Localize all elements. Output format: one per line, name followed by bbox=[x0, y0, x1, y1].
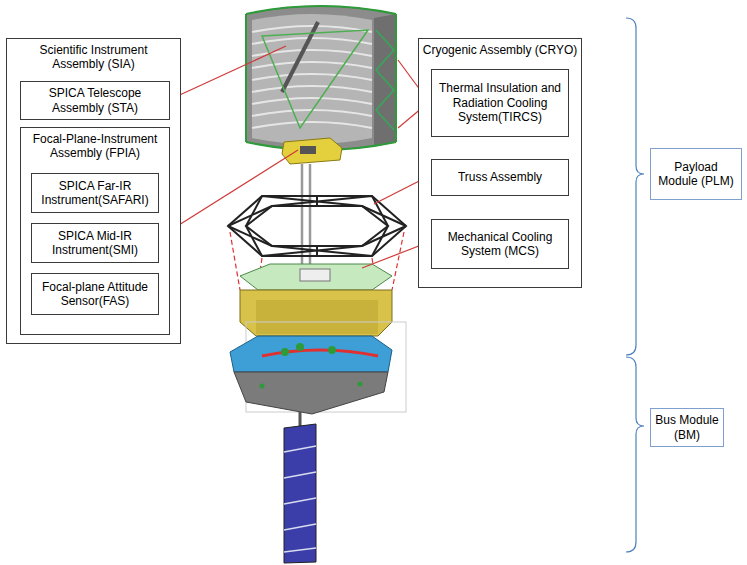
stripe bbox=[252, 86, 372, 92]
seam bbox=[284, 524, 316, 530]
thruster bbox=[260, 384, 265, 389]
instrument-box: Focal-plane Attitude Sensor(FAS) bbox=[31, 273, 159, 315]
stripe bbox=[252, 38, 372, 44]
shield-stripes bbox=[252, 26, 372, 128]
truss-outer bbox=[228, 196, 406, 256]
seam bbox=[284, 548, 316, 552]
node-label: SPICA Mid-IR Instrument(SMI) bbox=[34, 229, 156, 258]
node-label: SPICA Far-IR Instrument(SAFARI) bbox=[34, 179, 156, 208]
stripe bbox=[252, 74, 372, 80]
payload-bracket bbox=[626, 18, 644, 355]
instrument-block bbox=[300, 146, 316, 154]
module-box: Payload Module (PLM) bbox=[650, 148, 742, 200]
shield-shell bbox=[246, 6, 396, 150]
assembly-box: Cryogenic Assembly (CRYO) Thermal Insulat… bbox=[418, 38, 582, 288]
truss-inner bbox=[246, 206, 388, 246]
bus-bracket bbox=[626, 357, 644, 552]
stripe bbox=[252, 122, 372, 128]
assembly-guides bbox=[230, 232, 404, 290]
seam bbox=[284, 498, 316, 504]
subassembly-box: SPICA Telescope Assembly (STA) bbox=[20, 81, 170, 120]
node-label: Focal-Plane-Instrument Assembly (FPIA) bbox=[25, 132, 165, 161]
node-label: Truss Assembly bbox=[434, 170, 566, 184]
guide-line bbox=[230, 232, 240, 290]
thruster bbox=[358, 382, 363, 387]
subassembly-box: Focal-Plane-Instrument Assembly (FPIA) SP… bbox=[20, 127, 170, 335]
side-shield bbox=[374, 14, 396, 146]
node-label: Scientific Instrument Assembly (SIA) bbox=[29, 43, 159, 72]
node-label: Mechanical Cooling System (MCS) bbox=[434, 230, 566, 259]
instrument-box: SPICA Mid-IR Instrument(SMI) bbox=[31, 223, 159, 263]
subsystem-box: Thermal Insulation and Radiation Cooling… bbox=[431, 69, 569, 137]
cooler-plate bbox=[240, 264, 392, 290]
telescope-shield bbox=[246, 6, 396, 150]
focal-plane-unit bbox=[282, 138, 342, 164]
truss-ring bbox=[228, 196, 406, 256]
leader-line bbox=[171, 46, 286, 99]
shield-wires bbox=[376, 30, 394, 130]
subsystem-box: Mechanical Cooling System (MCS) bbox=[431, 219, 569, 269]
seam bbox=[284, 446, 316, 452]
tank bbox=[296, 343, 304, 351]
bus-ring bbox=[262, 350, 378, 356]
module-brackets bbox=[626, 18, 644, 552]
bus-top bbox=[230, 336, 392, 372]
leader-line bbox=[171, 150, 298, 230]
shield-interior bbox=[252, 14, 372, 144]
tank bbox=[328, 346, 336, 354]
assembly-box: Scientific Instrument Assembly (SIA) SPIC… bbox=[6, 38, 181, 344]
telescope-frame bbox=[262, 30, 368, 128]
cooler-unit bbox=[300, 269, 330, 281]
leader-lines bbox=[171, 46, 429, 268]
solar-panel bbox=[284, 424, 316, 563]
strut bbox=[301, 164, 304, 266]
bus-body bbox=[234, 372, 388, 414]
module-box: Bus Module (BM) bbox=[650, 408, 724, 447]
tank bbox=[281, 348, 289, 356]
subsystem-box: Truss Assembly bbox=[431, 159, 569, 196]
instrument-box: SPICA Far-IR Instrument(SAFARI) bbox=[31, 173, 159, 213]
truss-lattice bbox=[228, 196, 406, 256]
cooler-face bbox=[256, 300, 378, 334]
panel-seams bbox=[284, 446, 316, 552]
stripe bbox=[252, 62, 372, 68]
node-label: Cryogenic Assembly (CRYO) bbox=[421, 43, 579, 57]
stripe bbox=[252, 98, 372, 104]
node-label: Thermal Insulation and Radiation Cooling… bbox=[434, 81, 566, 124]
cooler-body bbox=[240, 290, 392, 336]
guide-line bbox=[392, 232, 404, 290]
node-label: Bus Module (BM) bbox=[653, 413, 721, 442]
seam bbox=[284, 472, 316, 478]
node-label: Payload Module (PLM) bbox=[656, 160, 736, 189]
shield-frame bbox=[246, 6, 396, 150]
node-label: Focal-plane Attitude Sensor(FAS) bbox=[34, 280, 156, 309]
node-label: SPICA Telescope Assembly (STA) bbox=[40, 86, 150, 115]
